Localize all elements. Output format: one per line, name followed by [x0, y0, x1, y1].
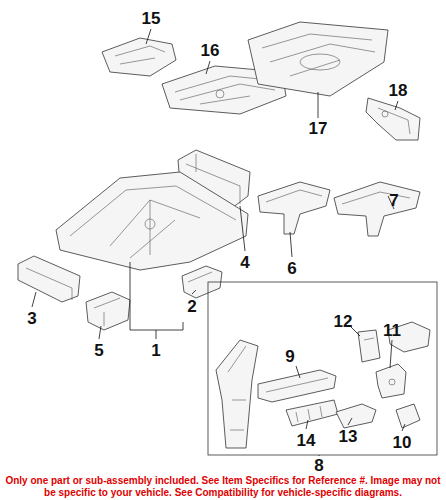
- side-bracket: [366, 98, 420, 140]
- disclaimer-note: Only one part or sub-assembly included. …: [3, 475, 443, 499]
- callout-number: 2: [187, 298, 196, 315]
- leader-lines: [32, 29, 405, 431]
- callout-number: 13: [339, 428, 358, 445]
- callout-number: 12: [334, 313, 353, 330]
- callout-number: 15: [142, 10, 161, 27]
- callout-number: 3: [27, 310, 36, 327]
- callout-number: 17: [309, 120, 328, 137]
- rear-floor-panel: [102, 38, 176, 76]
- front-floor-pan: [56, 172, 248, 270]
- callout-number: 14: [297, 432, 316, 449]
- rail-bracket: [336, 404, 376, 428]
- callout-number: 4: [240, 254, 249, 271]
- floor-bracket: [86, 292, 130, 330]
- callout-number: 11: [383, 322, 401, 339]
- rail-end-plate: [358, 330, 380, 362]
- callout-number: 6: [287, 260, 296, 277]
- rear-rail-left: [258, 182, 330, 234]
- rear-rail-right: [334, 182, 420, 236]
- frame-rail-extension: [258, 370, 336, 402]
- rocker-reinforcement: [18, 256, 80, 302]
- callout-number: 1: [151, 342, 160, 359]
- callout-number: 16: [201, 42, 220, 59]
- callout-number: 7: [389, 192, 398, 209]
- assembly-frame: [208, 282, 437, 455]
- callout-number: 8: [314, 457, 323, 474]
- rail-gusset: [376, 364, 406, 398]
- frame-rail: [216, 340, 258, 448]
- callout-number: 9: [285, 348, 294, 365]
- rail-cap: [396, 404, 420, 428]
- trunk-floor-pan: [248, 22, 388, 96]
- callout-number: 18: [389, 82, 408, 99]
- callout-number: 10: [393, 434, 412, 451]
- callout-number: 5: [94, 342, 103, 359]
- rail-reinforcement: [286, 400, 338, 426]
